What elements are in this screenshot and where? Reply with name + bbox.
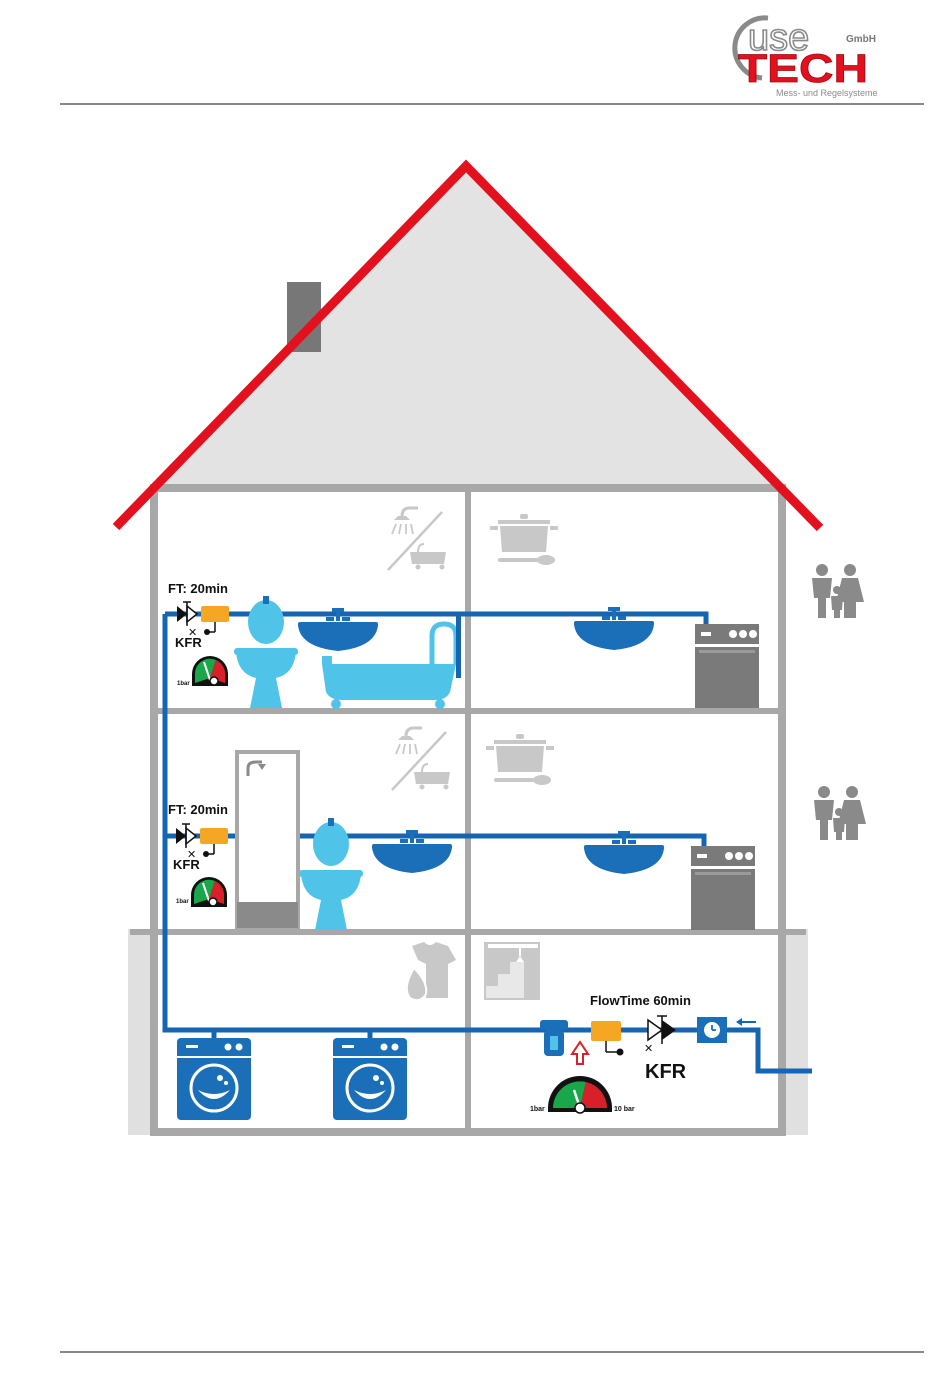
gauge-label-middle: 1bar bbox=[176, 899, 189, 905]
stairs-icon bbox=[484, 942, 540, 1000]
flowtime-label-middle: FT: 20min bbox=[168, 802, 228, 817]
washing-machine-icon bbox=[177, 1038, 251, 1120]
shower-cabin-icon bbox=[237, 752, 298, 928]
logo-gmbh-text: GmbH bbox=[846, 34, 876, 45]
kfr-label-basement: KFR bbox=[645, 1061, 687, 1083]
logo-tech-text: TECH bbox=[738, 47, 868, 91]
gauge-max-label: 10 bar bbox=[614, 1106, 635, 1113]
kfr-label-upper: KFR bbox=[175, 635, 202, 650]
attic bbox=[158, 166, 778, 490]
washing-machine-icon-2 bbox=[333, 1038, 407, 1120]
water-meter-icon bbox=[697, 1017, 727, 1043]
family-icon-middle bbox=[814, 786, 866, 840]
family-icon bbox=[812, 564, 864, 618]
water-filter-icon bbox=[540, 1020, 568, 1056]
flowtime-label-basement: FlowTime 60min bbox=[590, 993, 691, 1008]
flowtime-label-upper: FT: 20min bbox=[168, 581, 228, 596]
usetech-logo: use GmbH TECH Mess- und Regelsysteme bbox=[735, 17, 878, 98]
logo-subtitle: Mess- und Regelsysteme bbox=[776, 88, 878, 98]
gauge-min-label: 1bar bbox=[530, 1106, 545, 1113]
dishwasher-icon bbox=[695, 624, 759, 708]
svg-text:✕: ✕ bbox=[644, 1043, 653, 1055]
kfr-label-middle: KFR bbox=[173, 857, 200, 872]
dishwasher-icon-middle bbox=[691, 846, 755, 930]
gauge-label-upper: 1bar bbox=[177, 681, 190, 687]
